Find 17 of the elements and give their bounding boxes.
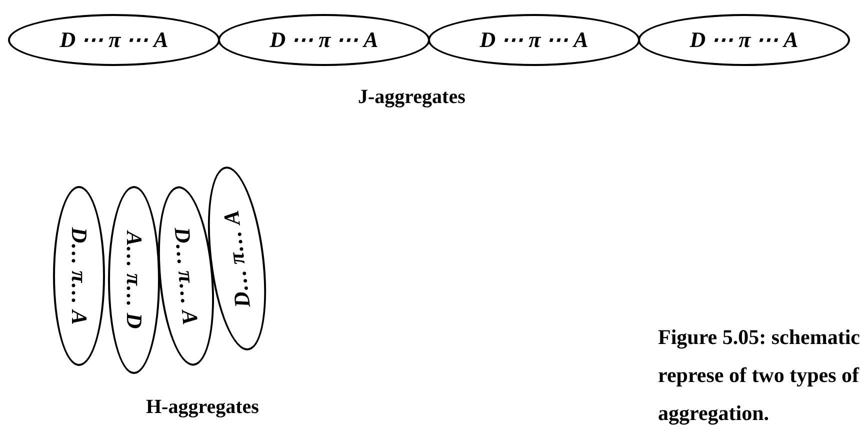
molecule-label: D ⋯ π ⋯ A: [270, 29, 378, 51]
molecule-label: D… π… A: [170, 226, 202, 326]
ellipse: [8, 14, 220, 66]
molecule-label: D ⋯ π ⋯ A: [690, 29, 798, 51]
molecule-label: D ⋯ π ⋯ A: [480, 29, 588, 51]
ellipse: [108, 186, 160, 374]
group-label: H-aggregates: [146, 396, 259, 419]
ellipse: [638, 14, 850, 66]
molecule-label: D ⋯ π ⋯ A: [60, 29, 168, 51]
ellipse: [428, 14, 640, 66]
figure-caption: Figure 5.05: schematic represe of two types of aggregation.: [658, 324, 861, 425]
ellipse: [218, 14, 430, 66]
molecule-label: D… π… A: [68, 227, 90, 325]
group-label: J-aggregates: [358, 86, 466, 109]
ellipse: [53, 186, 105, 366]
molecule-label: D… π… A: [220, 208, 254, 308]
molecule-label: A… π… D: [123, 231, 145, 329]
